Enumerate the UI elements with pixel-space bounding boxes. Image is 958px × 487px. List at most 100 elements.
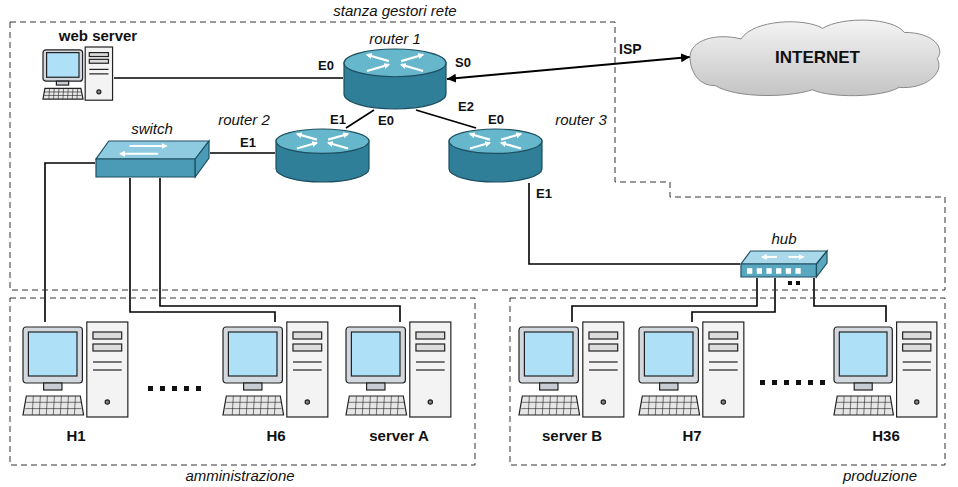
box-side xyxy=(195,141,209,177)
router-arrow xyxy=(367,65,389,71)
region-heading: produzione xyxy=(843,467,917,484)
host-computer: H6 xyxy=(222,322,330,422)
power-button xyxy=(721,400,725,404)
computer-icon xyxy=(43,47,113,100)
hub-port xyxy=(776,268,781,274)
monitor-frame xyxy=(223,327,282,383)
case-line xyxy=(93,361,122,362)
computer-icon xyxy=(223,322,328,417)
keyboard-row xyxy=(348,402,404,403)
port-label: E1 xyxy=(330,112,346,127)
device-name: switch xyxy=(131,120,173,137)
drive-bay xyxy=(709,344,738,351)
keyboard-col xyxy=(864,396,865,415)
router-arrow xyxy=(328,134,348,140)
tower-case xyxy=(410,322,451,417)
keyboard-col xyxy=(53,88,55,99)
keyboard-col xyxy=(648,396,649,415)
tower-case xyxy=(703,322,744,417)
keyboard-row xyxy=(225,408,281,409)
keyboard-col xyxy=(549,396,550,415)
icon-svg xyxy=(448,128,543,183)
case-line xyxy=(89,69,108,70)
keyboard-row xyxy=(641,402,697,403)
network-link xyxy=(447,57,690,79)
router-icon: router 2 xyxy=(275,128,370,183)
box-top xyxy=(96,141,209,159)
case-line xyxy=(293,361,322,362)
device-name: H1 xyxy=(66,427,85,444)
keyboard-col xyxy=(267,396,268,415)
case-line xyxy=(903,369,931,370)
case-line xyxy=(903,361,931,362)
keyboard-col xyxy=(690,396,691,415)
case-line xyxy=(709,369,738,370)
tower-case xyxy=(897,322,937,417)
tower-case xyxy=(85,47,112,100)
box-arrows xyxy=(120,146,166,154)
server-computer: web server xyxy=(42,47,114,103)
icon-svg xyxy=(22,322,130,422)
drive-bay xyxy=(903,344,931,351)
network-link xyxy=(160,178,400,322)
icon-svg xyxy=(518,322,626,422)
keyboard-col xyxy=(383,396,384,415)
keyboard-col xyxy=(843,396,844,415)
tower-case xyxy=(87,322,128,417)
link-label: ISP xyxy=(618,41,643,57)
router-arrow xyxy=(470,134,490,140)
router-arrow xyxy=(328,143,348,149)
computer-icon xyxy=(346,322,451,417)
router-symbol xyxy=(449,129,542,182)
box-top xyxy=(741,251,827,264)
monitor-stand xyxy=(44,383,62,390)
keyboard-col xyxy=(563,396,564,415)
keyboard-col xyxy=(857,396,858,415)
router-arrows xyxy=(367,55,423,71)
icon-svg xyxy=(275,128,370,183)
device-name: INTERNET xyxy=(775,49,860,66)
keyboard-row xyxy=(348,408,404,409)
keyboard-col xyxy=(46,396,47,415)
keyboard-col xyxy=(528,396,529,415)
box-front xyxy=(741,264,816,277)
keyboard-col xyxy=(74,396,75,415)
keyboard-col xyxy=(355,396,356,415)
router-arrows xyxy=(297,134,348,149)
keyboard-col xyxy=(48,88,50,99)
keyboard-col xyxy=(535,396,536,415)
keyboard-col xyxy=(67,396,68,415)
keyboard-col xyxy=(369,396,370,415)
power-button xyxy=(97,90,101,94)
icon-svg xyxy=(95,140,210,178)
hub-port xyxy=(795,268,800,274)
router-arrow xyxy=(297,134,317,140)
port-label: E1 xyxy=(240,135,256,150)
keyboard-col xyxy=(232,396,233,415)
hub-port xyxy=(766,268,771,274)
cloud-shape xyxy=(690,20,940,96)
network-link xyxy=(210,152,275,154)
icon-svg xyxy=(740,250,828,278)
network-link xyxy=(572,278,757,322)
monitor-screen xyxy=(28,332,77,376)
keyboard-col xyxy=(662,396,663,415)
keyboard-col xyxy=(669,396,670,415)
keyboard-row xyxy=(521,408,577,409)
monitor-stand xyxy=(540,383,558,390)
router-symbol xyxy=(276,129,369,182)
device-name: H36 xyxy=(872,427,900,444)
monitor-frame xyxy=(346,327,405,383)
keyboard xyxy=(43,88,83,99)
port-label: E0 xyxy=(488,112,504,127)
router-arrow xyxy=(367,55,389,61)
keyboard-row xyxy=(25,408,81,409)
power-button xyxy=(105,400,109,404)
router-arrows xyxy=(470,134,521,149)
monitor-screen xyxy=(47,53,79,78)
power-button xyxy=(601,400,605,404)
power-button xyxy=(428,400,432,404)
keyboard-row xyxy=(641,408,697,409)
case-line xyxy=(89,73,108,74)
keyboard-col xyxy=(39,396,40,415)
